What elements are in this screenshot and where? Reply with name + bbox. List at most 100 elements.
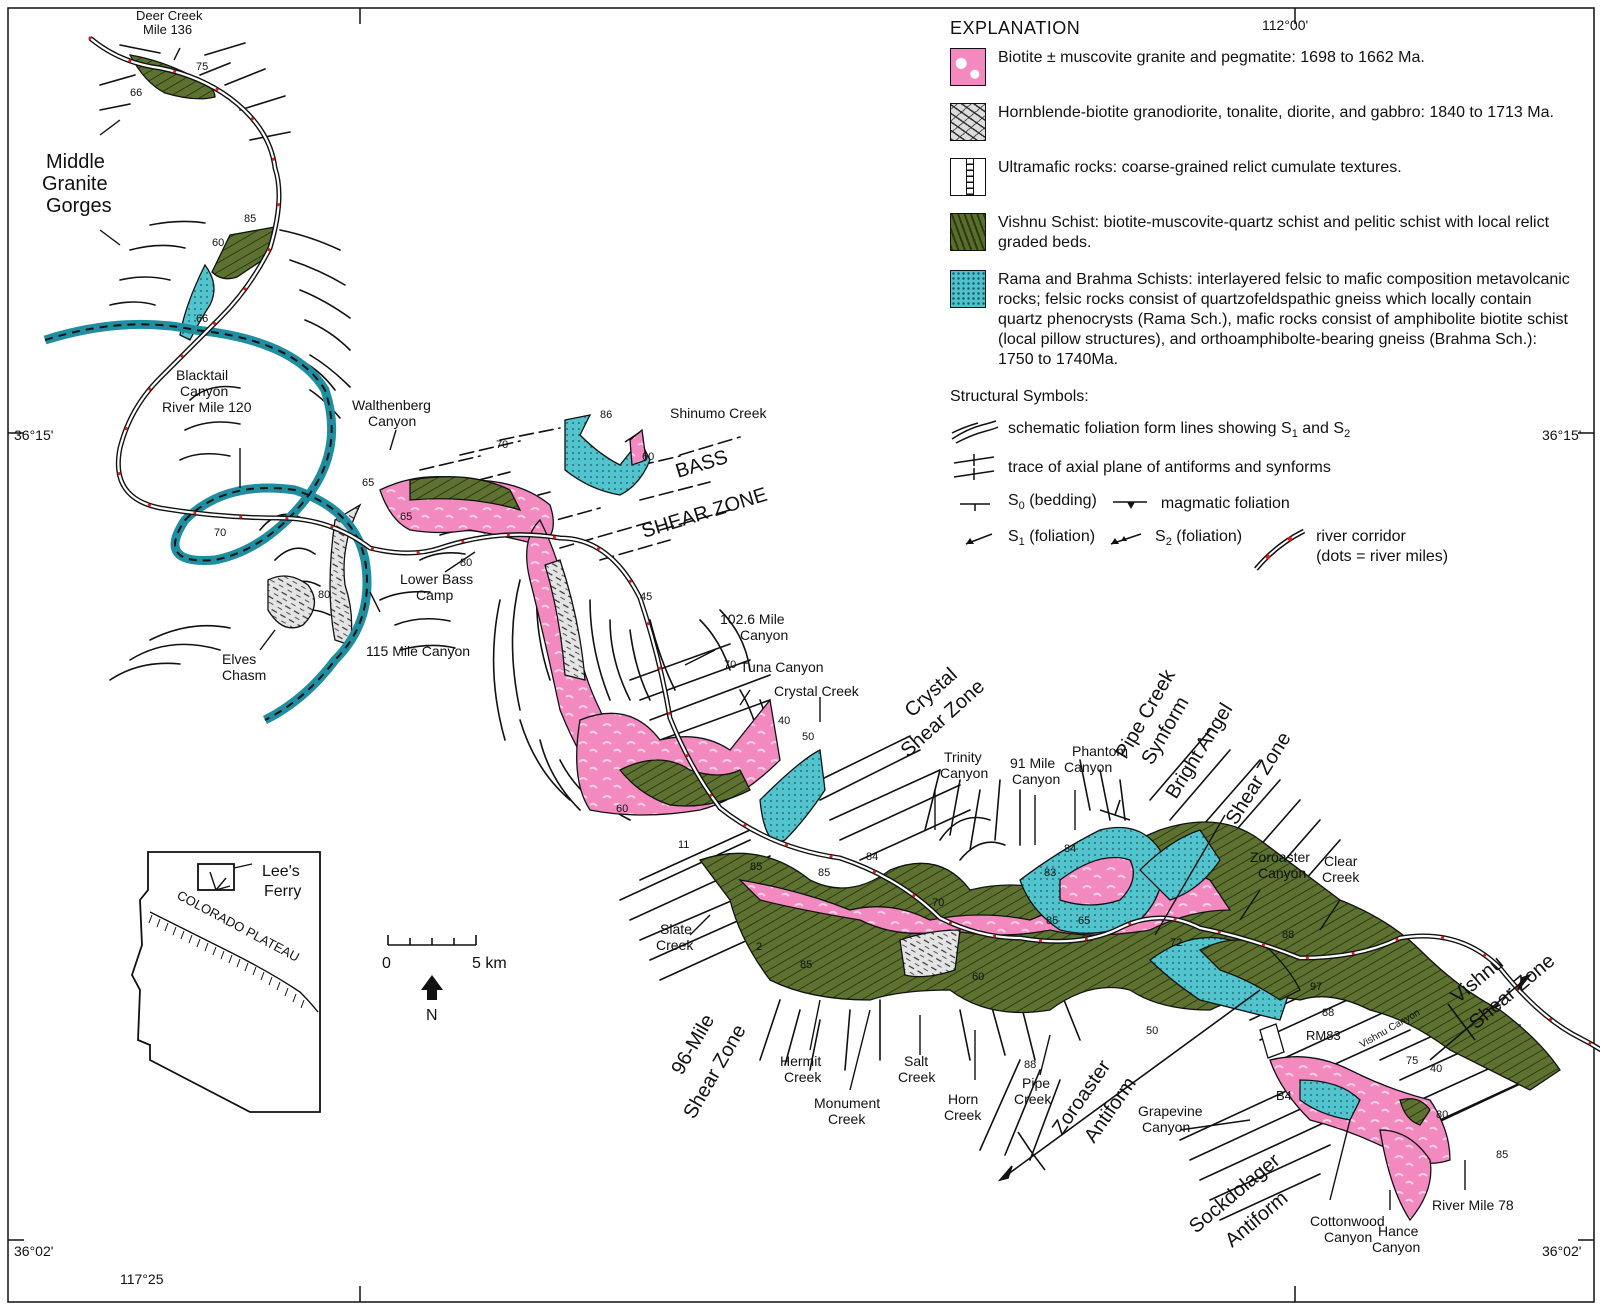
river-text-1: river corridor bbox=[1316, 528, 1406, 545]
label-hance-canyon: Canyon bbox=[1372, 1239, 1420, 1255]
s1-sub: 1 bbox=[1018, 536, 1025, 549]
legend-axial-trace: trace of axial plane of antiforms and sy… bbox=[950, 454, 1570, 481]
dip-value: 88 bbox=[1024, 1059, 1036, 1071]
label-lower-bass: Lower Bass bbox=[400, 571, 473, 587]
dip-value: 60 bbox=[616, 803, 628, 815]
label-walthenberg: Walthenberg bbox=[352, 397, 431, 413]
foliation-text: schematic foliation form lines showing S… bbox=[1008, 420, 1351, 441]
dip-value: 80 bbox=[1436, 1109, 1448, 1121]
label-hermit-creek: Creek bbox=[784, 1069, 822, 1085]
label-grapevine: Grapevine bbox=[1138, 1103, 1203, 1119]
map-legend: EXPLANATION Biotite ± muscovite granite … bbox=[950, 18, 1570, 571]
s2-s: S bbox=[1155, 528, 1166, 546]
dip-value: 83 bbox=[1044, 867, 1056, 879]
left-latitude-bottom-label: 36°02' bbox=[14, 1243, 53, 1259]
label-grapevine-canyon: Canyon bbox=[1142, 1119, 1190, 1135]
legend-unit-granite: Biotite ± muscovite granite and pegmatit… bbox=[950, 48, 1570, 86]
dip-value: 84 bbox=[866, 851, 878, 863]
foliation-text-b: and S bbox=[1297, 420, 1345, 438]
magmatic-foliation-icon bbox=[1112, 501, 1147, 509]
dip-value: 85 bbox=[750, 861, 762, 873]
granite-swatch bbox=[950, 48, 986, 86]
s2-sub: 2 bbox=[1165, 536, 1172, 549]
label-middle: Middle bbox=[46, 151, 105, 173]
label-115-mile-canyon: 115 Mile Canyon bbox=[366, 643, 470, 659]
scale-bar bbox=[387, 935, 477, 946]
foliation-text-a: schematic foliation form lines showing S bbox=[1008, 420, 1292, 438]
dip-value: 85 bbox=[1496, 1149, 1508, 1161]
rock-units bbox=[128, 54, 1561, 1222]
label-salt-creek: Creek bbox=[898, 1069, 936, 1085]
label-river-mile-120: River Mile 120 bbox=[162, 399, 252, 415]
dip-value: 70 bbox=[496, 439, 508, 451]
dip-value: 72 bbox=[1170, 937, 1182, 949]
label-river-mile-78: River Mile 78 bbox=[1432, 1197, 1514, 1213]
bottom-longitude-label: 117°25 bbox=[120, 1271, 164, 1287]
dip-value: 84 bbox=[1064, 843, 1076, 855]
dip-value: 40 bbox=[1430, 1063, 1442, 1075]
label-bass: BASS bbox=[673, 446, 730, 483]
label-102-6-canyon: Canyon bbox=[740, 627, 788, 643]
dip-value: 75 bbox=[1406, 1055, 1418, 1067]
label-blacktail: Blacktail bbox=[176, 367, 228, 383]
scale-zero-label: 0 bbox=[382, 955, 391, 972]
north-arrow-icon bbox=[421, 975, 443, 1000]
dip-value: 85 bbox=[800, 959, 812, 971]
label-trinity-canyon: Canyon bbox=[940, 765, 988, 781]
legend-unit-text: Vishnu Schist: biotite-muscovite-quartz … bbox=[998, 214, 1550, 251]
label-trinity: Trinity bbox=[944, 749, 982, 765]
vishnu-swatch bbox=[950, 213, 986, 251]
axial-trace-icon bbox=[953, 454, 995, 480]
label-phantom: Phantom bbox=[1072, 743, 1128, 759]
label-pipe: Pipe bbox=[1022, 1075, 1050, 1091]
label-horn: Horn bbox=[948, 1091, 978, 1107]
legend-bedding-magmatic: S0 (bedding) magmatic foliation bbox=[950, 491, 1570, 517]
label-elves-chasm: Chasm bbox=[222, 667, 266, 683]
legend-unit-text: Rama and Brahma Schists: interlayered fe… bbox=[998, 271, 1570, 368]
dip-value: 85 bbox=[818, 867, 830, 879]
label-hance: Hance bbox=[1378, 1223, 1419, 1239]
dip-values: 75 66 85 60 66 70 65 65 80 80 86 60 70 4… bbox=[130, 61, 1508, 1161]
axial-traces bbox=[997, 799, 1533, 1182]
dip-value: 65 bbox=[400, 511, 412, 523]
foliation-form-lines bbox=[99, 42, 1541, 1221]
label-cottonwood: Cottonwood bbox=[1310, 1213, 1385, 1229]
label-slate: Slate bbox=[660, 921, 692, 937]
river-corridor-text: river corridor (dots = river miles) bbox=[1316, 527, 1448, 567]
s1-rest: (foliation) bbox=[1024, 528, 1096, 546]
legend-unit-rama: Rama and Brahma Schists: interlayered fe… bbox=[950, 270, 1570, 370]
left-latitude-top-label: 36°15' bbox=[14, 427, 53, 443]
foliation-lines-icon bbox=[951, 420, 999, 444]
dip-value: 70 bbox=[214, 527, 226, 539]
label-hermit: Hermit bbox=[780, 1053, 821, 1069]
dip-value: 65 bbox=[362, 477, 374, 489]
label-monument-creek: Creek bbox=[828, 1111, 866, 1127]
inset-label-lees: Lee's bbox=[262, 863, 300, 880]
label-zoroaster: Zoroaster bbox=[1250, 849, 1310, 865]
label-monument: Monument bbox=[814, 1095, 880, 1111]
dip-value: 60 bbox=[972, 971, 984, 983]
inset-label-ferry: Ferry bbox=[264, 883, 301, 900]
magmatic-text: magmatic foliation bbox=[1160, 495, 1290, 512]
dip-value: 70 bbox=[932, 897, 944, 909]
label-slate-creek: Creek bbox=[656, 937, 694, 953]
label-91-mile: 91 Mile bbox=[1010, 755, 1055, 771]
label-cottonwood-canyon: Canyon bbox=[1324, 1229, 1372, 1245]
dip-value: 88 bbox=[1322, 1007, 1334, 1019]
dip-value: 66 bbox=[196, 313, 208, 325]
label-blacktail-canyon: Canyon bbox=[180, 383, 228, 399]
right-latitude-top-label: 36°15' bbox=[1542, 427, 1581, 443]
label-phantom-canyon: Canyon bbox=[1064, 759, 1112, 775]
top-longitude-label: 112°00' bbox=[1262, 17, 1308, 33]
legend-title: EXPLANATION bbox=[950, 18, 1081, 38]
river-text-2: (dots = river miles) bbox=[1316, 548, 1449, 565]
label-gorges: Gorges bbox=[46, 195, 112, 217]
label-bright-angel-shear-zone: Shear Zone bbox=[1222, 728, 1296, 828]
dip-value: 75 bbox=[196, 61, 208, 73]
s1-s: S bbox=[1008, 528, 1019, 546]
label-elves: Elves bbox=[222, 651, 256, 667]
label-zoroaster-canyon: Canyon bbox=[1258, 865, 1306, 881]
bedding-text: S0 (bedding) bbox=[1008, 491, 1097, 516]
bedding-icon bbox=[960, 503, 990, 511]
